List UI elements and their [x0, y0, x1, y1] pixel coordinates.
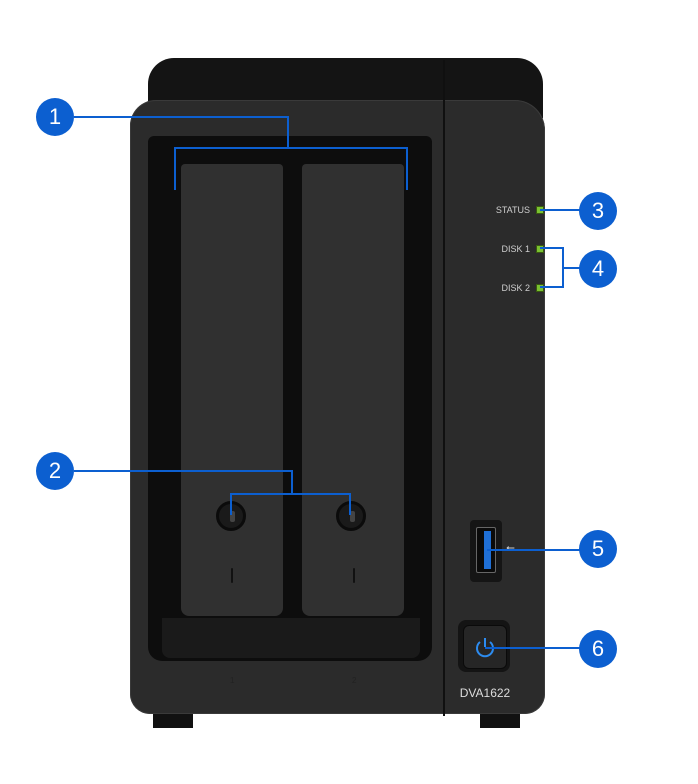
- disk1-label: DISK 1: [501, 244, 530, 254]
- callout-4: 4: [579, 250, 617, 288]
- model-label: DVA1622: [459, 686, 511, 700]
- tray-led-1: [231, 568, 233, 583]
- usb-icon: ⭠: [506, 542, 515, 554]
- foot-left: [153, 714, 193, 728]
- callout-line-2-bracket: [230, 493, 351, 515]
- callout-line-4-bracket: [540, 247, 564, 288]
- callout-line-2: [74, 470, 293, 494]
- tray-led-2: [353, 568, 355, 583]
- callout-line-1-bracket: [174, 147, 408, 190]
- power-icon: [476, 638, 494, 658]
- disk2-label: DISK 2: [501, 283, 530, 293]
- callout-line-1: [74, 116, 289, 148]
- callout-3: 3: [579, 192, 617, 230]
- status-label: STATUS: [495, 205, 530, 215]
- callout-1: 1: [36, 98, 74, 136]
- callout-5: 5: [579, 530, 617, 568]
- slot-number-1: 1: [230, 676, 235, 685]
- callout-2: 2: [36, 452, 74, 490]
- callout-6: 6: [579, 630, 617, 668]
- drive-tray-1[interactable]: [181, 164, 283, 616]
- drive-tray-2[interactable]: [302, 164, 404, 616]
- slot-number-2: 2: [352, 676, 357, 685]
- panel-divider: [443, 60, 445, 716]
- foot-right: [480, 714, 520, 728]
- drive-bay-base: [162, 618, 420, 658]
